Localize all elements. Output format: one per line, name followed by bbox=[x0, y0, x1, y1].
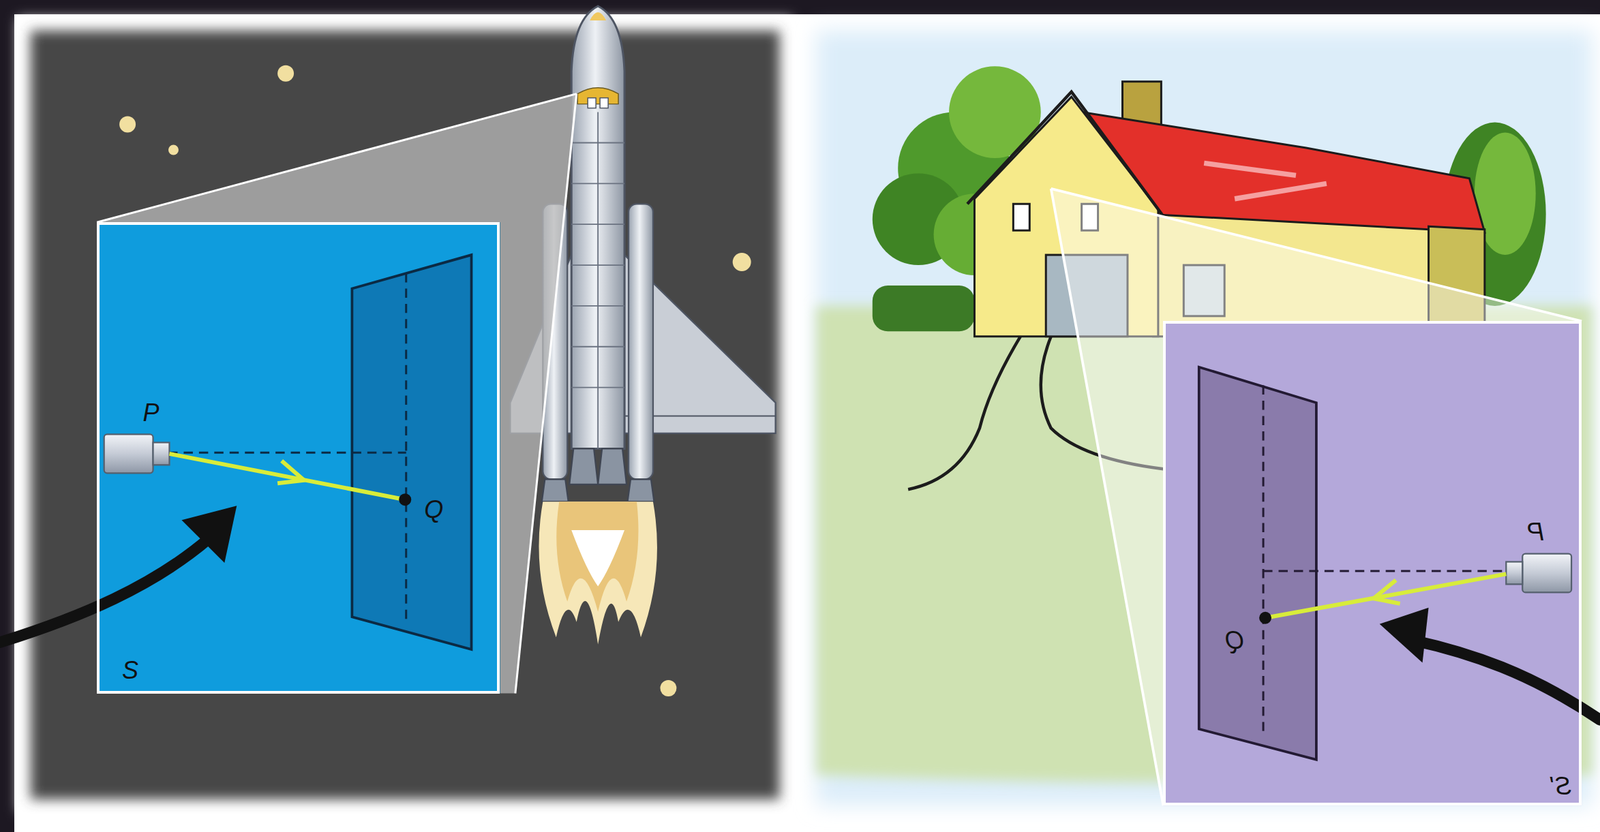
pointer-arrow bbox=[1413, 640, 1600, 721]
light-beam bbox=[169, 454, 405, 500]
point-q bbox=[1259, 612, 1272, 625]
frame-label: S' bbox=[1550, 774, 1572, 799]
frame-panel-fill bbox=[1163, 321, 1582, 806]
exhaust-flame-hot bbox=[571, 530, 625, 587]
engine-nozzles bbox=[541, 448, 655, 502]
booster bbox=[628, 203, 654, 480]
space-strip bbox=[0, 0, 15, 832]
exhaust-flame bbox=[538, 501, 657, 645]
light-source bbox=[1522, 554, 1572, 594]
reference-frame-panel: S' bbox=[1163, 321, 1582, 806]
dashed-axis bbox=[1262, 385, 1265, 737]
light-source-nozzle bbox=[1505, 561, 1523, 585]
frame-label: S bbox=[122, 658, 139, 684]
exhaust-flame-core bbox=[556, 501, 639, 613]
beam-arrow bbox=[277, 460, 305, 484]
star bbox=[732, 252, 752, 272]
projection-edge bbox=[96, 94, 577, 223]
dashed-axis bbox=[1263, 569, 1508, 572]
hedge bbox=[872, 285, 975, 332]
beam-arrow bbox=[1373, 580, 1401, 604]
dashed-axis bbox=[168, 451, 407, 455]
hull-lines bbox=[571, 112, 625, 450]
projection-edge bbox=[1051, 188, 1164, 806]
shuttle-body bbox=[571, 6, 625, 449]
light-source bbox=[104, 434, 154, 474]
point-label: Q bbox=[424, 497, 444, 523]
pointer-arrowhead bbox=[1379, 608, 1429, 664]
nose-tip bbox=[589, 12, 607, 21]
space-strip bbox=[0, 0, 1600, 15]
star bbox=[119, 116, 136, 133]
point-label: P bbox=[143, 400, 160, 426]
sky bbox=[816, 30, 1592, 806]
pointer-arrow bbox=[0, 538, 210, 643]
light-beam bbox=[1265, 574, 1506, 618]
point-label: Q bbox=[1225, 628, 1245, 654]
roof-highlight bbox=[1203, 162, 1327, 199]
star bbox=[659, 680, 677, 697]
projection-edge bbox=[515, 94, 577, 694]
reference-frame-panel: S bbox=[96, 222, 500, 694]
point-label: P bbox=[1527, 520, 1545, 545]
space-panel bbox=[30, 30, 780, 800]
cockpit-window bbox=[599, 98, 609, 109]
panel-glow bbox=[18, 18, 793, 812]
light-source-nozzle bbox=[153, 442, 170, 465]
cockpit-band bbox=[577, 87, 619, 105]
projection-edge bbox=[1051, 188, 1582, 322]
point-q bbox=[398, 493, 412, 506]
zoom-projection bbox=[96, 94, 577, 694]
target-screen bbox=[1199, 367, 1317, 761]
cockpit-window bbox=[587, 98, 596, 109]
dashed-axis bbox=[404, 273, 407, 623]
zoom-projection bbox=[1051, 188, 1582, 806]
frame-panel-fill bbox=[96, 222, 500, 694]
star bbox=[168, 144, 179, 155]
star bbox=[277, 65, 294, 82]
pointer-arrowhead bbox=[181, 505, 237, 564]
window bbox=[1013, 203, 1030, 231]
